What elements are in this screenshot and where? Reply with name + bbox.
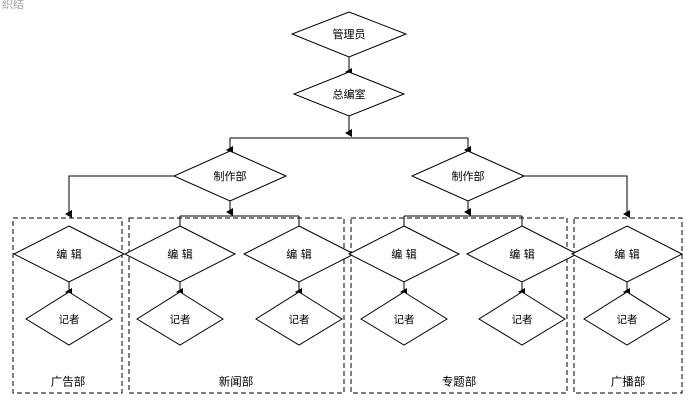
node-editor-feature-1[interactable] bbox=[347, 225, 461, 283]
node-reporter-feature-2[interactable] bbox=[478, 291, 566, 346]
node-admin[interactable] bbox=[290, 11, 408, 58]
node-production-left[interactable] bbox=[172, 150, 288, 202]
group-label-feature: 专题部 bbox=[442, 375, 477, 389]
node-reporter-feature-1-label: 记者 bbox=[394, 314, 415, 326]
node-reporter-broadcast-label: 记者 bbox=[617, 314, 638, 326]
node-chief-editor[interactable] bbox=[292, 71, 406, 117]
node-production-left-label: 制作部 bbox=[214, 169, 247, 183]
node-editor-feature-2-label: 编 辑 bbox=[509, 247, 535, 261]
node-editor-broadcast[interactable] bbox=[570, 225, 684, 283]
group-label-news: 新闻部 bbox=[219, 375, 254, 389]
group-box-news bbox=[128, 217, 345, 394]
node-reporter-news-2-label: 记者 bbox=[289, 314, 310, 326]
node-editor-feature-1-label: 编 辑 bbox=[391, 247, 417, 261]
node-editor-news-1-label: 编 辑 bbox=[167, 247, 193, 261]
node-admin-label: 管理员 bbox=[333, 27, 366, 41]
group-label-advertising: 广告部 bbox=[51, 375, 86, 389]
group-box-advertising bbox=[12, 217, 123, 394]
node-reporter-advertising-label: 记者 bbox=[59, 314, 80, 326]
node-reporter-broadcast[interactable] bbox=[583, 291, 671, 346]
node-editor-advertising[interactable] bbox=[12, 225, 126, 283]
clipped-title-fragment: 织结 bbox=[2, 0, 24, 11]
node-editor-news-2[interactable] bbox=[242, 225, 356, 283]
node-reporter-advertising[interactable] bbox=[25, 291, 113, 346]
node-editor-advertising-label: 编 辑 bbox=[56, 247, 82, 261]
node-production-right-label: 制作部 bbox=[452, 169, 485, 183]
node-editor-feature-2[interactable] bbox=[465, 225, 579, 283]
node-reporter-news-1-label: 记者 bbox=[170, 314, 191, 326]
connector-production-left-to-advertising bbox=[65, 175, 174, 218]
node-editor-news-1[interactable] bbox=[123, 225, 237, 283]
group-box-broadcast bbox=[573, 217, 683, 394]
group-box-feature bbox=[350, 217, 568, 394]
node-reporter-news-2[interactable] bbox=[255, 291, 343, 346]
node-chief-editor-label: 总编室 bbox=[333, 87, 366, 101]
node-editor-broadcast-label: 编 辑 bbox=[614, 247, 640, 261]
node-reporter-news-1[interactable] bbox=[136, 291, 224, 346]
node-reporter-feature-2-label: 记者 bbox=[512, 314, 533, 326]
node-reporter-feature-1[interactable] bbox=[360, 291, 448, 346]
group-label-broadcast: 广播部 bbox=[611, 375, 646, 389]
node-production-right[interactable] bbox=[410, 150, 526, 202]
connector-production-right-to-broadcast bbox=[524, 175, 630, 218]
node-editor-news-2-label: 编 辑 bbox=[286, 247, 312, 261]
